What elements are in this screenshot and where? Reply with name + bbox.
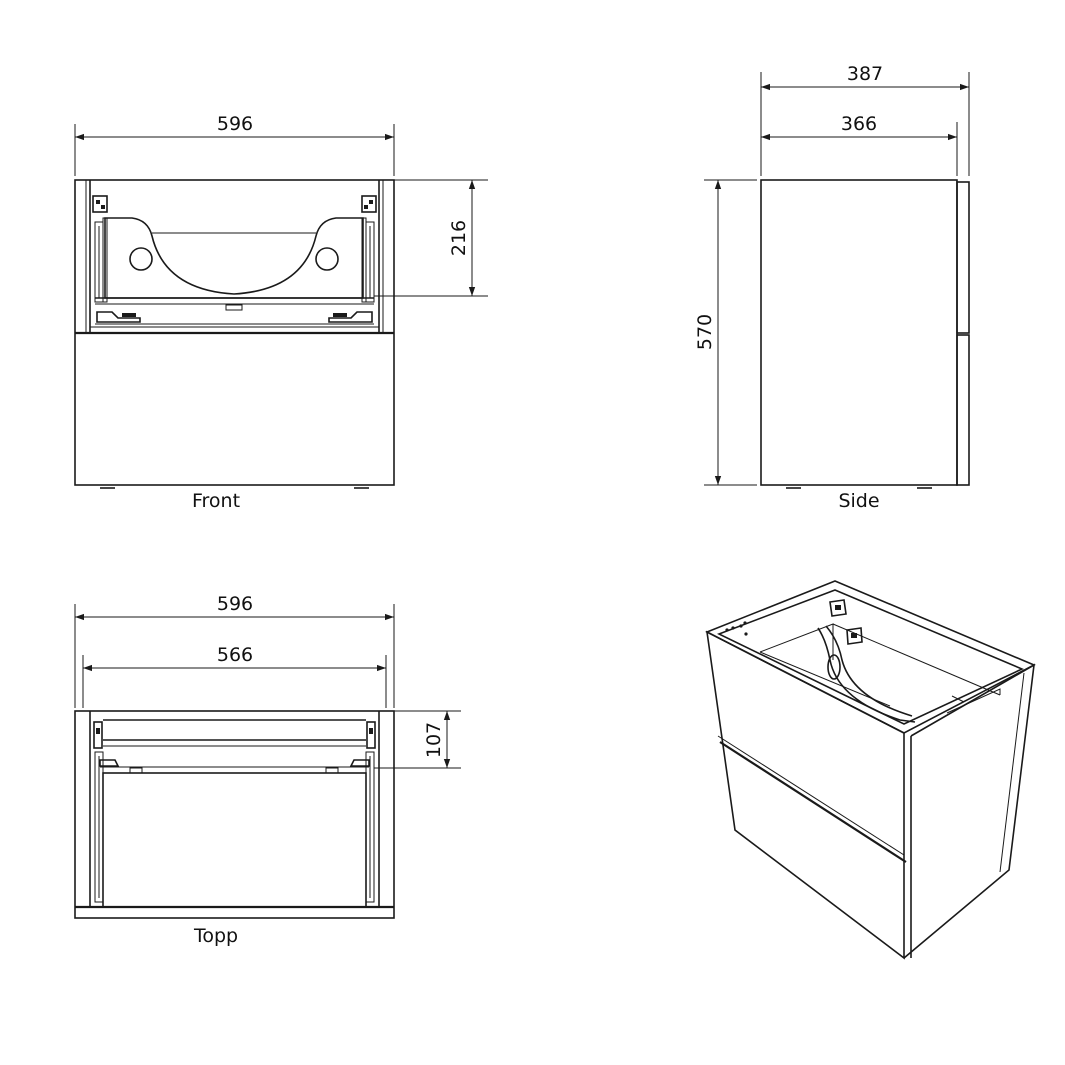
iso-drain-hole	[827, 654, 841, 680]
top-drawer-box	[102, 772, 367, 908]
top-inner-width-label: 566	[217, 644, 253, 666]
iso-front-face	[705, 630, 905, 960]
iso-top-rim-inner	[716, 589, 1024, 725]
iso-right-face	[903, 663, 1035, 959]
top-width-dimension: 596	[74, 593, 395, 708]
side-view: 387 366 570 Side	[694, 63, 970, 512]
side-caption: Side	[838, 490, 879, 512]
top-caption: Topp	[193, 925, 238, 947]
side-body-depth-label: 366	[841, 113, 877, 135]
side-carcass-outline	[760, 179, 958, 486]
front-caption: Front	[192, 490, 240, 512]
iso-wall-brackets	[829, 599, 863, 645]
side-total-depth-label: 387	[847, 63, 883, 85]
side-body-depth-dimension: 366	[761, 113, 958, 176]
side-height-label: 570	[694, 314, 716, 350]
front-basin-depth-label: 216	[448, 220, 470, 256]
front-basin-depth-dimension: 216	[374, 179, 488, 297]
front-drain-hole-right	[315, 247, 339, 271]
side-height-dimension: 570	[694, 179, 757, 486]
iso-sink-cutout	[817, 627, 916, 723]
side-bottom-drawer-front	[956, 334, 970, 486]
front-width-dimension: 596	[74, 113, 395, 176]
top-inner-width-dimension: 566	[82, 644, 387, 708]
top-offset-dimension: 107	[374, 710, 461, 769]
side-total-depth-dimension: 387	[760, 63, 970, 176]
iso-drawer-split	[719, 741, 907, 863]
top-drawer-runners	[94, 751, 375, 903]
top-width-label: 596	[217, 593, 253, 615]
top-offset-label: 107	[423, 722, 445, 758]
front-wall-bracket-right	[361, 195, 377, 213]
front-width-label: 596	[217, 113, 253, 135]
front-wall-bracket-left	[92, 195, 108, 213]
front-view: 596	[74, 113, 488, 512]
top-brackets	[93, 721, 376, 749]
front-sink-cutout	[104, 217, 364, 299]
top-carcass-outline	[74, 710, 395, 919]
front-runner-fittings	[95, 311, 374, 325]
front-drain-hole-left	[129, 247, 153, 271]
side-top-drawer-front	[956, 181, 970, 334]
isometric-view	[705, 580, 1036, 960]
top-view: 596 566	[74, 593, 461, 947]
front-drawer-runners	[94, 217, 375, 303]
